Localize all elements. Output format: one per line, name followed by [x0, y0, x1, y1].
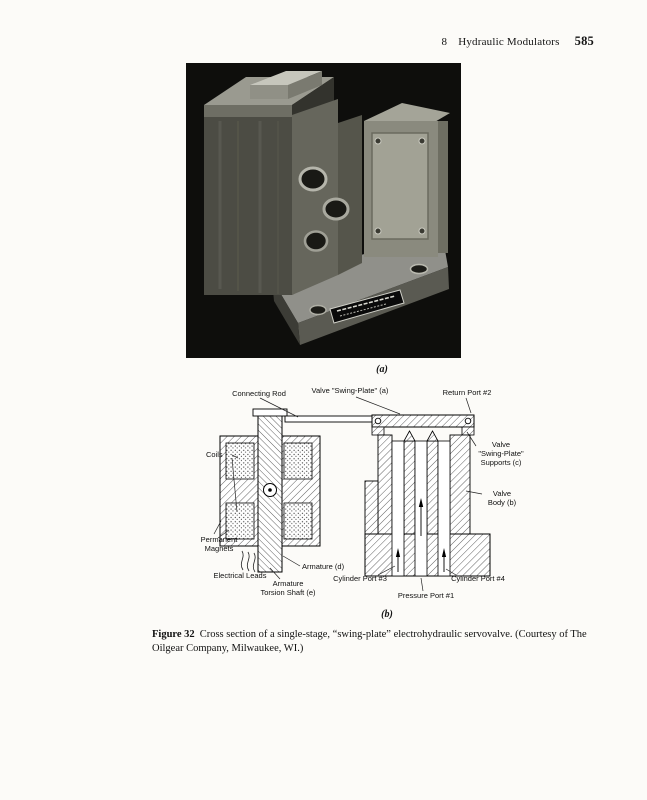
label-swing-plate-supports: Valve "Swing-Plate" Supports (c) — [478, 440, 524, 467]
figure-caption-label: Figure 32 — [152, 629, 195, 640]
coil-bottom-left — [225, 502, 255, 540]
valve-block — [364, 103, 450, 257]
label-coils: Coils — [206, 450, 223, 459]
nozzle-left — [403, 430, 416, 442]
swing-plate — [371, 414, 475, 428]
chapter-title: Hydraulic Modulators — [458, 36, 560, 48]
label-return-port-2: Return Port #2 — [442, 388, 492, 397]
connecting-rod-part — [284, 415, 374, 423]
swing-plate-supports — [371, 426, 475, 436]
servovalve-photo-illustration — [186, 63, 461, 358]
label-armature: Armature (d) — [302, 562, 345, 571]
label-valve-swing-plate: Valve "Swing-Plate" (a) — [311, 386, 389, 395]
flow-arrows — [395, 498, 447, 572]
coil-top-left — [225, 442, 255, 480]
servovalve-photograph — [186, 63, 461, 358]
label-valve-body: Valve Body (b) — [487, 489, 517, 507]
nozzle-right — [426, 430, 439, 442]
label-electrical-leads: Electrical Leads — [213, 571, 267, 580]
label-connecting-rod: Connecting Rod — [232, 389, 286, 398]
label-permanent-magnets: Permanent Magnets — [200, 535, 238, 553]
servovalve-cross-section-diagram: Connecting Rod Valve "Swing-Plate" (a) R… — [150, 386, 530, 612]
running-head: 8 Hydraulic Modulators 585 — [441, 34, 594, 49]
cross-section-drawing — [213, 396, 491, 592]
label-pressure-port-1: Pressure Port #1 — [397, 591, 455, 600]
label-cylinder-port-4: Cylinder Port #4 — [451, 574, 505, 583]
electrical-leads-wires — [240, 550, 256, 573]
nameplate — [329, 289, 405, 324]
channel-cylinder-4 — [437, 440, 451, 577]
coil-top-right — [283, 442, 313, 480]
photo-sub-label: (a) — [376, 364, 388, 375]
label-armature-torsion-shaft: Armature Torsion Shaft (e) — [260, 579, 316, 597]
center-linkage — [292, 99, 362, 295]
diagram-sub-label: (b) — [381, 609, 393, 620]
torsion-shaft — [263, 483, 277, 497]
leader-lines — [213, 396, 483, 592]
page-number: 585 — [574, 34, 594, 48]
label-cylinder-port-3: Cylinder Port #3 — [333, 574, 387, 583]
coil-bottom-right — [283, 502, 313, 540]
figure-caption-text: Cross section of a single-stage, “swing-… — [152, 629, 587, 655]
chapter-number: 8 — [441, 36, 448, 48]
top-clamp — [250, 71, 322, 99]
valve-base-block — [364, 533, 491, 577]
coils-assembly — [225, 442, 313, 540]
channel-cylinder-3 — [391, 440, 405, 577]
